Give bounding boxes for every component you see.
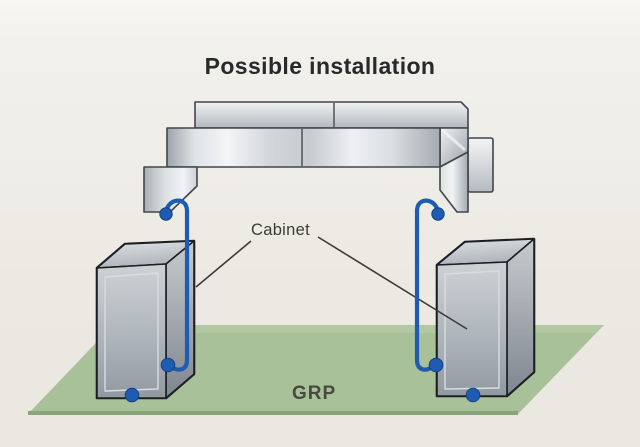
trunking-downspout-right — [439, 151, 469, 213]
trunking-downspout-left — [143, 166, 198, 213]
cable-trunking — [143, 101, 494, 213]
cable-right — [414, 198, 441, 372]
cabinet-right — [435, 237, 536, 398]
grp-label: GRP — [292, 383, 337, 404]
connector-dot-cabinet-left-entry — [160, 357, 176, 373]
cabinet-right-front — [436, 261, 508, 397]
cabinet-leader-line-left — [195, 240, 252, 288]
cable-left — [163, 198, 190, 372]
cabinet-leader-lines — [195, 236, 468, 330]
cabinet-left — [95, 239, 196, 400]
cabinet-left-front — [96, 263, 167, 399]
cabinet-leader-line-right — [317, 236, 468, 330]
figure-title: Possible installation — [204, 53, 436, 79]
trunking-back-rail — [194, 101, 469, 129]
cabinet-right-door-panel — [444, 270, 500, 390]
connector-dots — [124, 207, 481, 403]
connector-dot-cabinet-left-base — [124, 387, 140, 403]
cabinet-left-side — [165, 240, 195, 399]
cabinet-left-door-panel — [104, 272, 159, 392]
cabinet-right-side — [506, 238, 535, 397]
cables — [163, 198, 441, 372]
trunking-front-rail — [166, 127, 441, 168]
cabinet-label: Cabinet — [251, 221, 310, 239]
trunking-side-outlet — [467, 137, 494, 193]
connector-dot-cabinet-right-base — [465, 387, 481, 403]
connector-dot-trunking-left — [159, 207, 173, 221]
connector-dot-cabinet-right-entry — [428, 357, 444, 373]
trunking-corner-highlight — [441, 128, 466, 152]
connector-dot-trunking-right — [431, 207, 445, 221]
